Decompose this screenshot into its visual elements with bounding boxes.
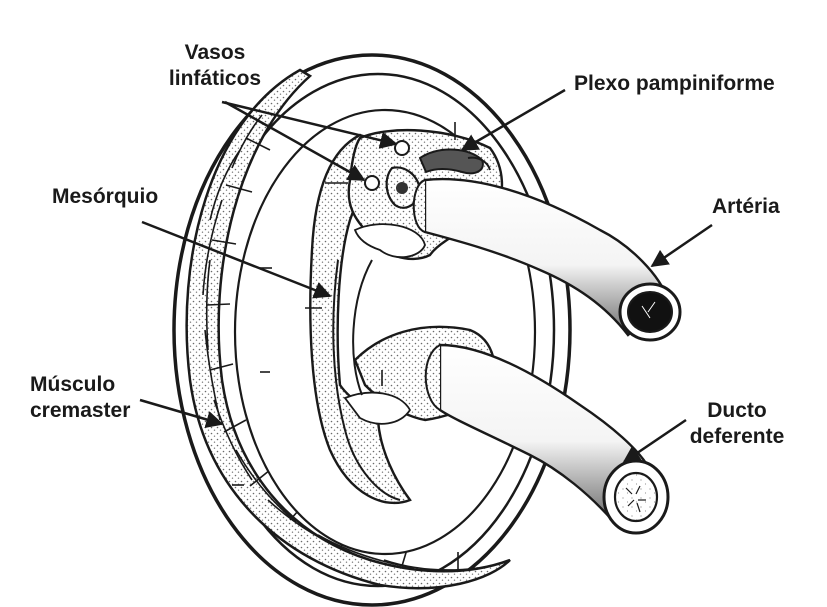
- artery-tube: [412, 177, 682, 342]
- label-ducto-deferente: Ducto deferente: [672, 398, 802, 450]
- label-musculo-line2: cremaster: [30, 399, 131, 422]
- label-mesorquio: Mesórquio: [52, 185, 159, 208]
- arrow-plexo: [460, 88, 566, 152]
- label-musculo-cremaster: Músculo cremaster: [30, 372, 130, 424]
- ductus-deferens-tube: [424, 343, 670, 535]
- label-musculo-line1: Músculo: [30, 373, 116, 396]
- label-vasos-line2: linfáticos: [168, 67, 262, 90]
- pampiniform-plexus: [385, 148, 491, 209]
- label-vasos-linfaticos: Vasos linfáticos: [150, 40, 280, 92]
- arrow-musculo: [139, 398, 224, 428]
- arrow-ducto: [622, 418, 687, 464]
- label-vasos-line1: Vasos: [184, 41, 246, 64]
- label-arrows: [139, 88, 713, 464]
- arrow-vasos-2: [224, 100, 366, 182]
- arrow-arteria: [650, 223, 713, 268]
- arrow-vasos-1: [221, 100, 398, 149]
- label-arteria: Artéria: [712, 195, 780, 218]
- tunica-ticks: [232, 122, 456, 486]
- label-plexo-pampiniforme: Plexo pampiniforme: [574, 72, 775, 95]
- label-ducto-line1: Ducto: [707, 399, 767, 422]
- label-ducto-line2: deferente: [689, 425, 785, 448]
- arrow-mesorquio: [141, 220, 332, 299]
